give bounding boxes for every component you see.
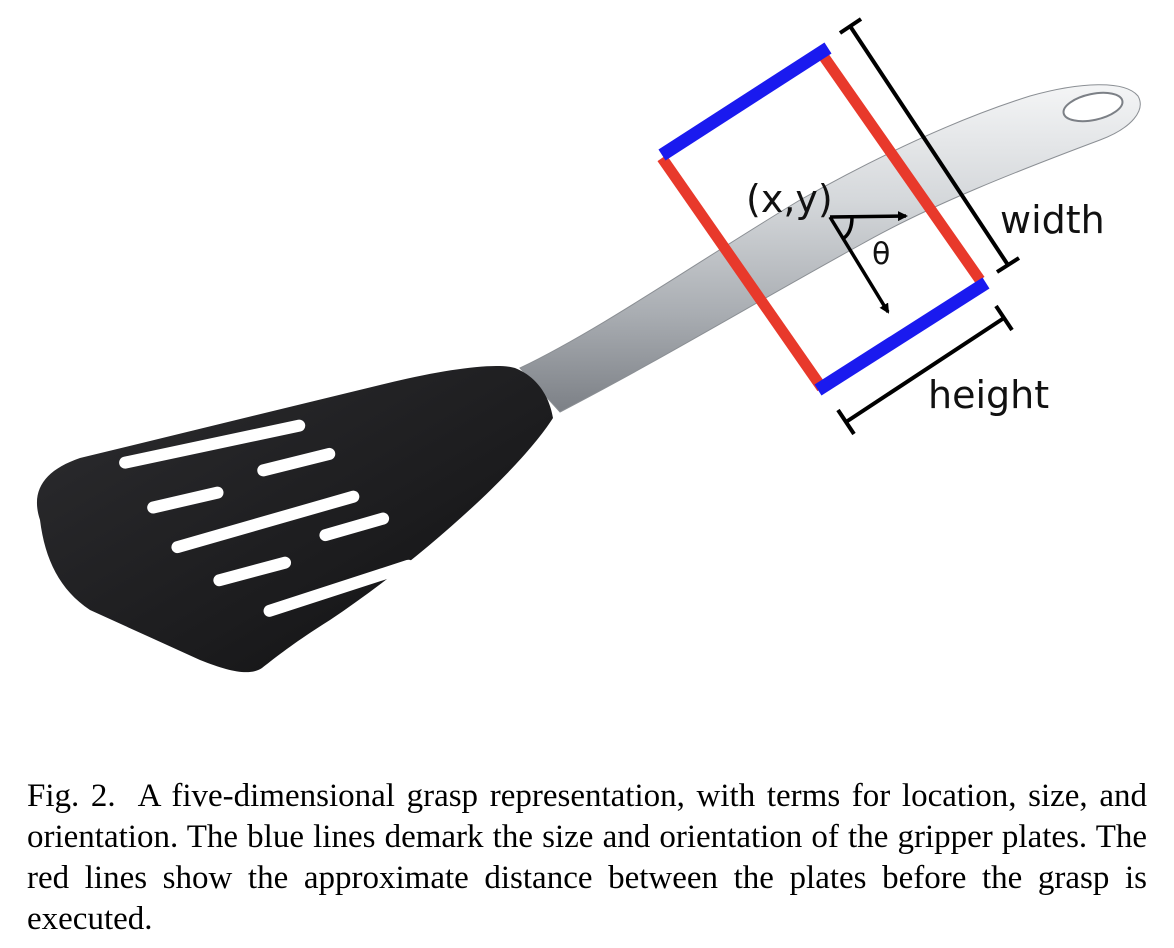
angle-label: θ <box>872 237 890 272</box>
spatula-handle <box>519 84 1141 413</box>
center-label: (x,y) <box>746 177 833 221</box>
plate-distance-line-bottom <box>657 154 827 392</box>
height-dimension <box>836 304 1014 436</box>
figure-caption: Fig. 2.A five-dimensional grasp represen… <box>27 776 1147 940</box>
gripper-plate-upper <box>658 42 832 161</box>
spatula-slots <box>119 419 415 617</box>
width-dimension <box>838 17 1021 274</box>
spatula-head <box>36 365 554 673</box>
height-label: height <box>928 373 1049 417</box>
grasp-figure: (x,y) θ width height <box>36 17 1141 673</box>
figure-number: Fig. 2. <box>27 778 116 814</box>
plate-distance-line-top <box>817 50 985 284</box>
caption-text: A five-dimensional grasp representation,… <box>27 778 1147 937</box>
orientation-arrows <box>828 211 908 314</box>
width-label: width <box>1000 198 1105 242</box>
gripper-plate-lower <box>814 277 990 396</box>
grasp-rectangle <box>657 42 990 396</box>
